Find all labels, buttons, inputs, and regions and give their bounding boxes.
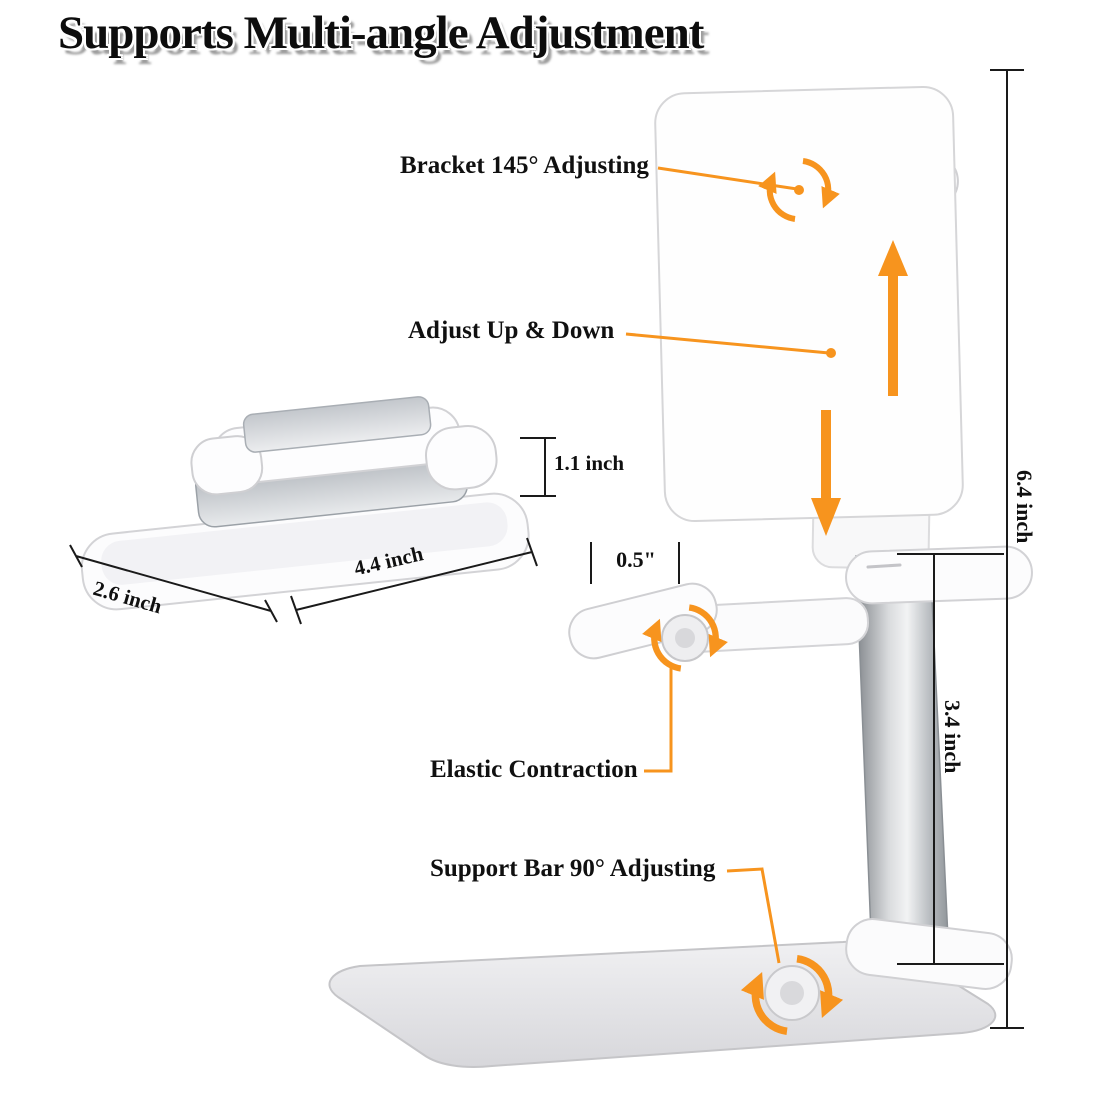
- bracket-callout-line: [657, 166, 798, 191]
- dimension-lines: [69, 69, 1024, 1029]
- dim-folded-length-line: [290, 537, 538, 625]
- folded-hinge-cap: [425, 424, 498, 491]
- folded-base-top-face: [101, 502, 508, 585]
- elastic-callout-line: [644, 666, 673, 773]
- supportbar-callout-line: [726, 867, 781, 964]
- collar-slot: [866, 563, 902, 569]
- hook-pivot-center: [675, 628, 695, 648]
- dim-folded-width-line: [69, 544, 278, 623]
- dim-pole-height-line: [897, 553, 1004, 965]
- updown-callout-line: [625, 332, 830, 355]
- dim-pole-height-label: 3.4 inch: [940, 700, 965, 774]
- dim-hook-depth-label: 0.5": [616, 547, 656, 572]
- callout-bracket-adjusting: Bracket 145° Adjusting: [400, 152, 649, 179]
- dim-folded-thickness-line: [520, 437, 556, 497]
- dim-hook-depth-ticks: [590, 542, 680, 584]
- folded-stand: [80, 396, 530, 611]
- folded-hook: [190, 435, 264, 496]
- phone-hook: [568, 582, 718, 660]
- annotation-lines: [625, 166, 830, 964]
- back-panel: [654, 85, 964, 523]
- callout-dot: [794, 185, 804, 195]
- folded-top-plate: [242, 396, 432, 453]
- dim-overall-height-line: [990, 69, 1024, 1029]
- callout-elastic-contraction: Elastic Contraction: [430, 756, 638, 783]
- page-title: Supports Multi-angle Adjustment: [58, 7, 704, 59]
- chrome-pole: [855, 555, 950, 961]
- dim-folded-thickness-label: 1.1 inch: [554, 451, 625, 475]
- upright-stand: [328, 85, 1033, 1068]
- up-arrow-icon: [878, 240, 908, 396]
- bottom-pivot-center: [780, 981, 804, 1005]
- callout-adjust-up-down: Adjust Up & Down: [408, 317, 615, 344]
- down-arrow-icon: [811, 410, 841, 536]
- callout-support-bar-adjusting: Support Bar 90° Adjusting: [430, 855, 716, 882]
- pole-collar: [845, 545, 1033, 605]
- callout-dot: [826, 348, 836, 358]
- dim-overall-height-label: 6.4 inch: [1012, 470, 1037, 544]
- bottom-bracket: [845, 918, 1013, 990]
